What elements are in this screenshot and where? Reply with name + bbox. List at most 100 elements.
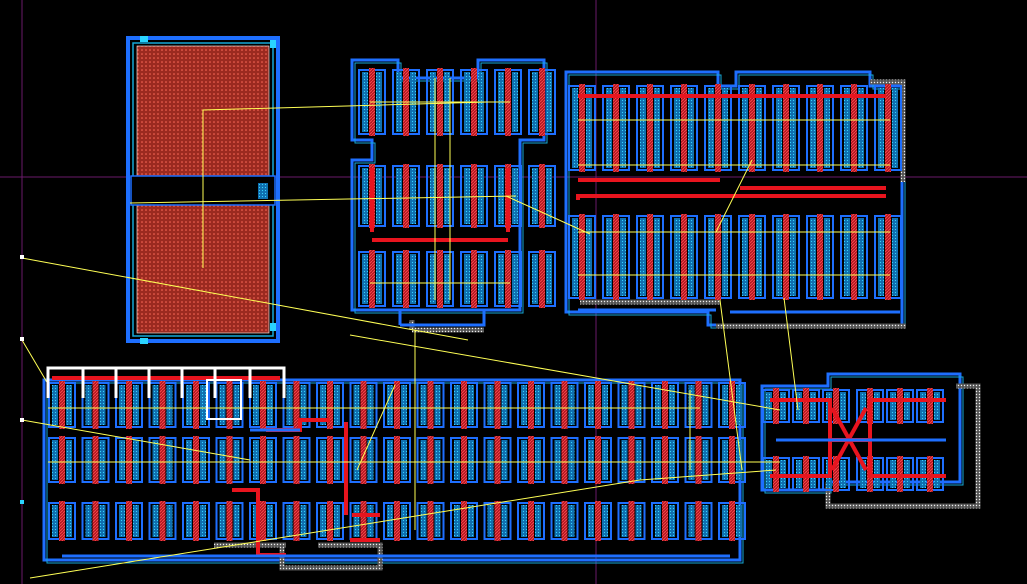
- transistor-finger[interactable]: [81, 436, 110, 484]
- transistor-finger[interactable]: [115, 501, 143, 541]
- transistor-finger[interactable]: [528, 164, 556, 228]
- transistor-finger[interactable]: [215, 381, 244, 429]
- transistor-finger[interactable]: [670, 84, 698, 172]
- transistor-finger[interactable]: [48, 436, 76, 484]
- transistor-finger[interactable]: [568, 214, 596, 300]
- transistor-finger[interactable]: [450, 436, 478, 484]
- transistor-finger[interactable]: [718, 501, 746, 541]
- transistor-finger[interactable]: [48, 381, 76, 429]
- transistor-finger[interactable]: [738, 214, 766, 300]
- transistor-finger[interactable]: [916, 388, 944, 424]
- transistor-finger[interactable]: [568, 84, 596, 172]
- transistor-finger[interactable]: [617, 501, 646, 541]
- transistor-finger[interactable]: [494, 250, 522, 308]
- transistor-finger[interactable]: [684, 381, 713, 429]
- transistor-finger[interactable]: [874, 214, 902, 300]
- transistor-finger[interactable]: [517, 381, 545, 429]
- transistor-finger[interactable]: [483, 381, 512, 429]
- transistor-finger[interactable]: [617, 381, 646, 429]
- transistor-finger[interactable]: [874, 84, 902, 172]
- transistor-finger[interactable]: [182, 381, 210, 429]
- transistor-finger[interactable]: [148, 436, 177, 484]
- transistor-finger[interactable]: [517, 501, 545, 541]
- transistor-finger[interactable]: [249, 381, 277, 429]
- transistor-finger[interactable]: [416, 501, 445, 541]
- transistor-finger[interactable]: [182, 436, 210, 484]
- transistor-finger[interactable]: [772, 84, 800, 172]
- transistor-finger[interactable]: [617, 436, 646, 484]
- transistor-finger[interactable]: [282, 436, 311, 484]
- transistor-finger[interactable]: [762, 388, 790, 424]
- transistor-finger[interactable]: [772, 214, 800, 300]
- transistor-finger[interactable]: [316, 436, 344, 484]
- transistor-finger[interactable]: [282, 501, 311, 541]
- transistor-finger[interactable]: [806, 84, 834, 172]
- transistor-finger[interactable]: [840, 84, 868, 172]
- selection-highlight[interactable]: [46, 366, 286, 420]
- transistor-finger[interactable]: [282, 381, 311, 429]
- transistor-finger[interactable]: [460, 250, 488, 308]
- transistor-finger[interactable]: [416, 381, 445, 429]
- transistor-finger[interactable]: [450, 381, 478, 429]
- pin-markers[interactable]: [20, 255, 24, 504]
- transistor-finger[interactable]: [651, 381, 679, 429]
- transistor-finger[interactable]: [115, 381, 143, 429]
- transistor-finger[interactable]: [215, 436, 244, 484]
- transistor-finger[interactable]: [550, 501, 579, 541]
- transistor-finger[interactable]: [718, 436, 746, 484]
- transistor-finger[interactable]: [550, 381, 579, 429]
- transistor-finger[interactable]: [115, 436, 143, 484]
- transistor-finger[interactable]: [215, 501, 244, 541]
- transistor-finger[interactable]: [148, 501, 177, 541]
- transistor-finger[interactable]: [349, 501, 378, 541]
- transistor-finger[interactable]: [602, 214, 630, 300]
- transistor-finger[interactable]: [349, 436, 378, 484]
- transistor-finger[interactable]: [840, 214, 868, 300]
- transistor-finger[interactable]: [718, 381, 746, 429]
- transistor-finger[interactable]: [684, 436, 713, 484]
- transistor-finger[interactable]: [460, 164, 488, 228]
- transistor-finger[interactable]: [148, 381, 177, 429]
- transistor-finger[interactable]: [528, 250, 556, 308]
- transistor-finger[interactable]: [426, 164, 454, 228]
- transistor-finger[interactable]: [704, 84, 732, 172]
- transistor-finger[interactable]: [48, 501, 76, 541]
- transistor-finger[interactable]: [416, 436, 445, 484]
- transistor-finger[interactable]: [392, 164, 420, 228]
- transistor-finger[interactable]: [636, 214, 664, 300]
- transistor-finger[interactable]: [792, 388, 820, 424]
- transistor-finger[interactable]: [517, 436, 545, 484]
- transistor-finger[interactable]: [651, 501, 679, 541]
- transistor-finger[interactable]: [249, 501, 277, 541]
- transistor-finger[interactable]: [383, 381, 411, 429]
- transistor-finger[interactable]: [806, 214, 834, 300]
- transistor-finger[interactable]: [584, 381, 612, 429]
- output-stage-block[interactable]: [42, 376, 746, 571]
- transistor-finger[interactable]: [738, 84, 766, 172]
- transistor-finger[interactable]: [636, 84, 664, 172]
- transistor-finger[interactable]: [358, 250, 386, 308]
- transistor-finger[interactable]: [81, 381, 110, 429]
- transistor-finger[interactable]: [316, 501, 344, 541]
- transistor-finger[interactable]: [483, 436, 512, 484]
- transistor-finger[interactable]: [81, 501, 110, 541]
- transistor-finger[interactable]: [584, 501, 612, 541]
- transistor-finger[interactable]: [316, 381, 344, 429]
- transistor-finger[interactable]: [450, 501, 478, 541]
- transistor-finger[interactable]: [182, 501, 210, 541]
- transistor-finger[interactable]: [684, 501, 713, 541]
- input-pair-block[interactable]: [350, 58, 556, 333]
- transistor-finger[interactable]: [886, 388, 914, 424]
- cross-coupled-block[interactable]: [760, 372, 981, 509]
- current-mirror-block[interactable]: [564, 70, 906, 329]
- transistor-finger[interactable]: [704, 214, 732, 300]
- transistor-finger[interactable]: [383, 436, 411, 484]
- transistor-finger[interactable]: [349, 381, 378, 429]
- transistor-finger[interactable]: [249, 436, 277, 484]
- transistor-finger[interactable]: [550, 436, 579, 484]
- transistor-finger[interactable]: [670, 214, 698, 300]
- transistor-finger[interactable]: [584, 436, 612, 484]
- transistor-finger[interactable]: [651, 436, 679, 484]
- transistor-finger[interactable]: [483, 501, 512, 541]
